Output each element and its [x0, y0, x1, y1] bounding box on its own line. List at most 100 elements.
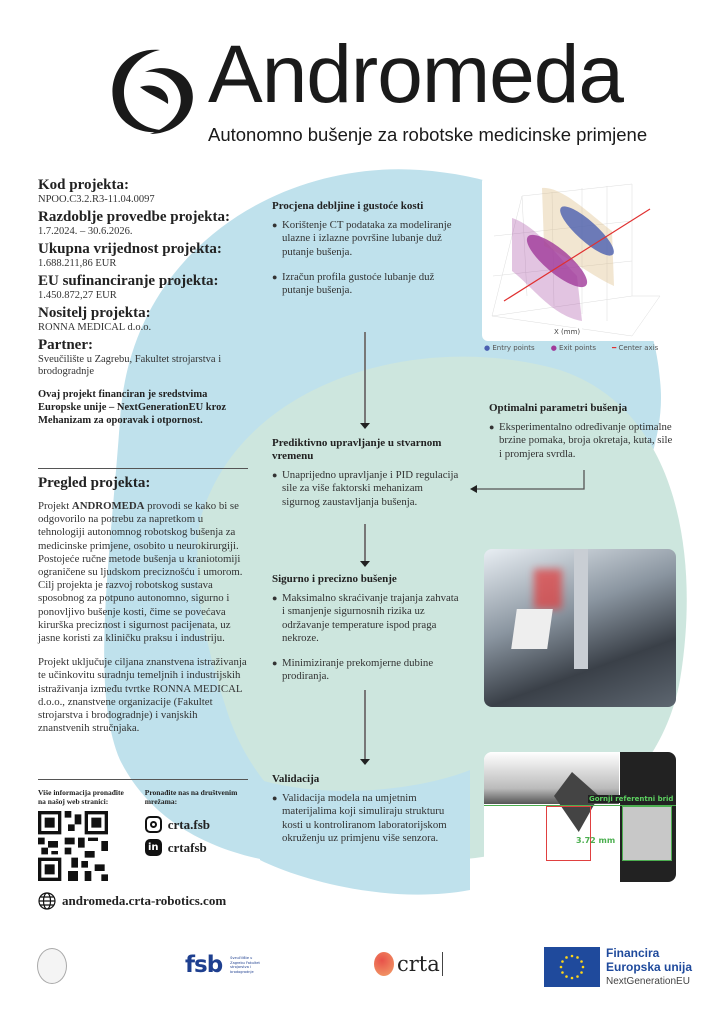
plot-legend: ● Entry points ● Exit points ━ Center ax… [484, 344, 684, 352]
x-axis-label: X (mm) [552, 328, 583, 336]
fsb-logo: fsb Sveučilište u Zagrebu Fakultet stroj… [185, 952, 268, 978]
text: Projekt [38, 500, 72, 512]
eu-star [561, 960, 564, 963]
web-label: Više informacija pronađite na našoj web … [38, 788, 124, 806]
bullet: ●Eksperimentalno određivanje optimalne b… [489, 421, 673, 460]
eu-star [565, 975, 568, 978]
reference-label: Gornji referentni brid [588, 795, 675, 803]
step-title: Sigurno i precizno bušenje [272, 573, 397, 585]
eu-line-1: Financira [606, 946, 660, 960]
eu-star [580, 971, 583, 974]
crta-logo: crta [374, 952, 443, 976]
legend-axis: ━ Center axis [612, 344, 659, 352]
instagram-icon [144, 816, 162, 833]
bullet: ●Unaprijedno upravljanje i PID regulacij… [272, 469, 462, 509]
eu-line-3: NextGenerationEU [606, 976, 690, 987]
exit-points [526, 234, 588, 288]
eu-line-2: Europska unija [606, 960, 693, 974]
fsb-logo-text: fsb [185, 952, 223, 978]
info-label: Partner: [38, 337, 93, 353]
project-subtitle: Autonomno bušenje za robotske medicinske… [208, 124, 648, 145]
step-title: Optimalni parametri bušenja [489, 402, 628, 414]
step-2: Prediktivno upravljanje u stvarnom vreme… [272, 437, 462, 521]
info-label: Ukupna vrijednost projekta: [38, 241, 222, 257]
funding-note: Ovaj projekt financiran je sredstvima Eu… [38, 389, 227, 426]
bullet: ●Izračun profila gustoće lubanje duž put… [272, 271, 462, 298]
center-axis [503, 208, 651, 302]
divider [38, 468, 248, 469]
eu-star [570, 954, 574, 958]
bullet-text: Eksperimentalno određivanje optimalne br… [499, 421, 673, 460]
bullet-text: Unaprijedno upravljanje i PID regulacija… [282, 469, 459, 508]
bullet: ●Validacija modela na umjetnim materijal… [272, 792, 462, 845]
step-title: Validacija [272, 773, 320, 785]
step-title: Prediktivno upravljanje u stvarnom vreme… [272, 437, 442, 462]
text: provodi se kako bi se odgovorilo na potr… [38, 500, 243, 645]
info-value: Sveučilište u Zagrebu, Fakultet strojars… [38, 354, 222, 377]
bullet-text: Validacija modela na umjetnim materijali… [282, 792, 447, 844]
project-name: ANDROMEDA [71, 500, 145, 512]
entry-surface [542, 187, 614, 286]
fsb-logo-subtext: Sveučilište u Zagrebu Fakultet strojarst… [230, 956, 260, 974]
instagram-link[interactable]: crta.fsb [144, 816, 253, 833]
eu-star [559, 965, 563, 969]
info-value: 1.7.2024. – 30.6.2026. [38, 226, 133, 237]
step-3: Sigurno i precizno bušenje ●Maksimalno s… [272, 573, 462, 696]
eu-star [580, 960, 583, 963]
eu-star [565, 956, 568, 959]
3d-plot: X (mm) ● Entry points ● Exit points ━ Ce… [482, 176, 682, 352]
bullet: ●Maksimalno skraćivanje trajanja zahvata… [272, 592, 462, 645]
flow-arrow [360, 690, 370, 765]
info-label: EU sufinanciranje projekta: [38, 273, 219, 289]
eu-star [576, 956, 579, 959]
linkedin-handle: crtafsb [167, 839, 207, 855]
flow-arrow [360, 332, 370, 429]
info-value: 1.450.872,27 EUR [38, 290, 117, 301]
website-url: andromeda.crta-robotics.com [62, 893, 227, 908]
crta-logo-mark [374, 952, 394, 976]
eu-star [561, 971, 564, 974]
overview-section: Pregled projekta: Projekt ANDROMEDA prov… [38, 474, 250, 735]
project-title: Andromeda [208, 29, 624, 120]
info-value: RONNA MEDICAL d.o.o. [38, 322, 152, 333]
legend-entry: ● Entry points [484, 344, 535, 352]
social-label: Pronađite nas na društvenim mrežama: [144, 788, 238, 806]
crta-logo-text: crta [397, 952, 443, 976]
robot-photo [484, 549, 676, 707]
eu-funding-label: Financira Europska unija NextGenerationE… [606, 946, 692, 987]
divider [38, 779, 248, 780]
globe-icon [38, 892, 56, 910]
measurement-label: 3.72 mm [576, 836, 616, 845]
eu-flag-icon [544, 947, 600, 987]
step-1: Procjena debljine i gustoće kosti ●Koriš… [272, 200, 462, 309]
info-label: Razdoblje provedbe projekta: [38, 209, 230, 225]
info-label: Kod projekta: [38, 177, 129, 193]
validation-photo: 3.72 mm Gornji referentni brid [484, 752, 676, 882]
info-label: Nositelj projekta: [38, 305, 151, 321]
entry-points [560, 206, 614, 256]
bullet: ●Korištenje CT podataka za modeliranje u… [272, 219, 462, 259]
flow-arrow [360, 524, 370, 567]
legend-exit: ● Exit points [550, 344, 597, 352]
bullet: ●Minimiziranje prekomjerne dubine prodir… [272, 657, 462, 684]
plot-canvas [491, 183, 661, 337]
eu-star [576, 975, 579, 978]
linkedin-link[interactable]: in crtafsb [144, 839, 253, 856]
linkedin-icon: in [144, 839, 162, 856]
qr-code[interactable] [38, 811, 108, 881]
info-value: NPOO.C3.2.R3-11.04.0097 [38, 194, 155, 205]
side-arrow [470, 470, 585, 493]
eu-star [570, 976, 574, 980]
eu-star [581, 965, 585, 969]
step-4: Validacija ●Validacija modela na umjetni… [272, 773, 462, 857]
university-seal-logo [37, 948, 67, 984]
andromeda-logo-icon [112, 49, 193, 134]
website-link[interactable]: andromeda.crta-robotics.com [38, 892, 253, 910]
bullet-text: Izračun profila gustoće lubanje duž puta… [282, 270, 435, 297]
info-value: 1.688.211,86 EUR [38, 258, 117, 269]
bullet-text: Minimiziranje prekomjerne dubine prodira… [282, 657, 434, 683]
overview-title: Pregled projekta: [38, 475, 151, 491]
bullet-text: Maksimalno skraćivanje trajanja zahvata … [282, 592, 459, 644]
step-title: Procjena debljine i gustoće kosti [272, 200, 424, 212]
